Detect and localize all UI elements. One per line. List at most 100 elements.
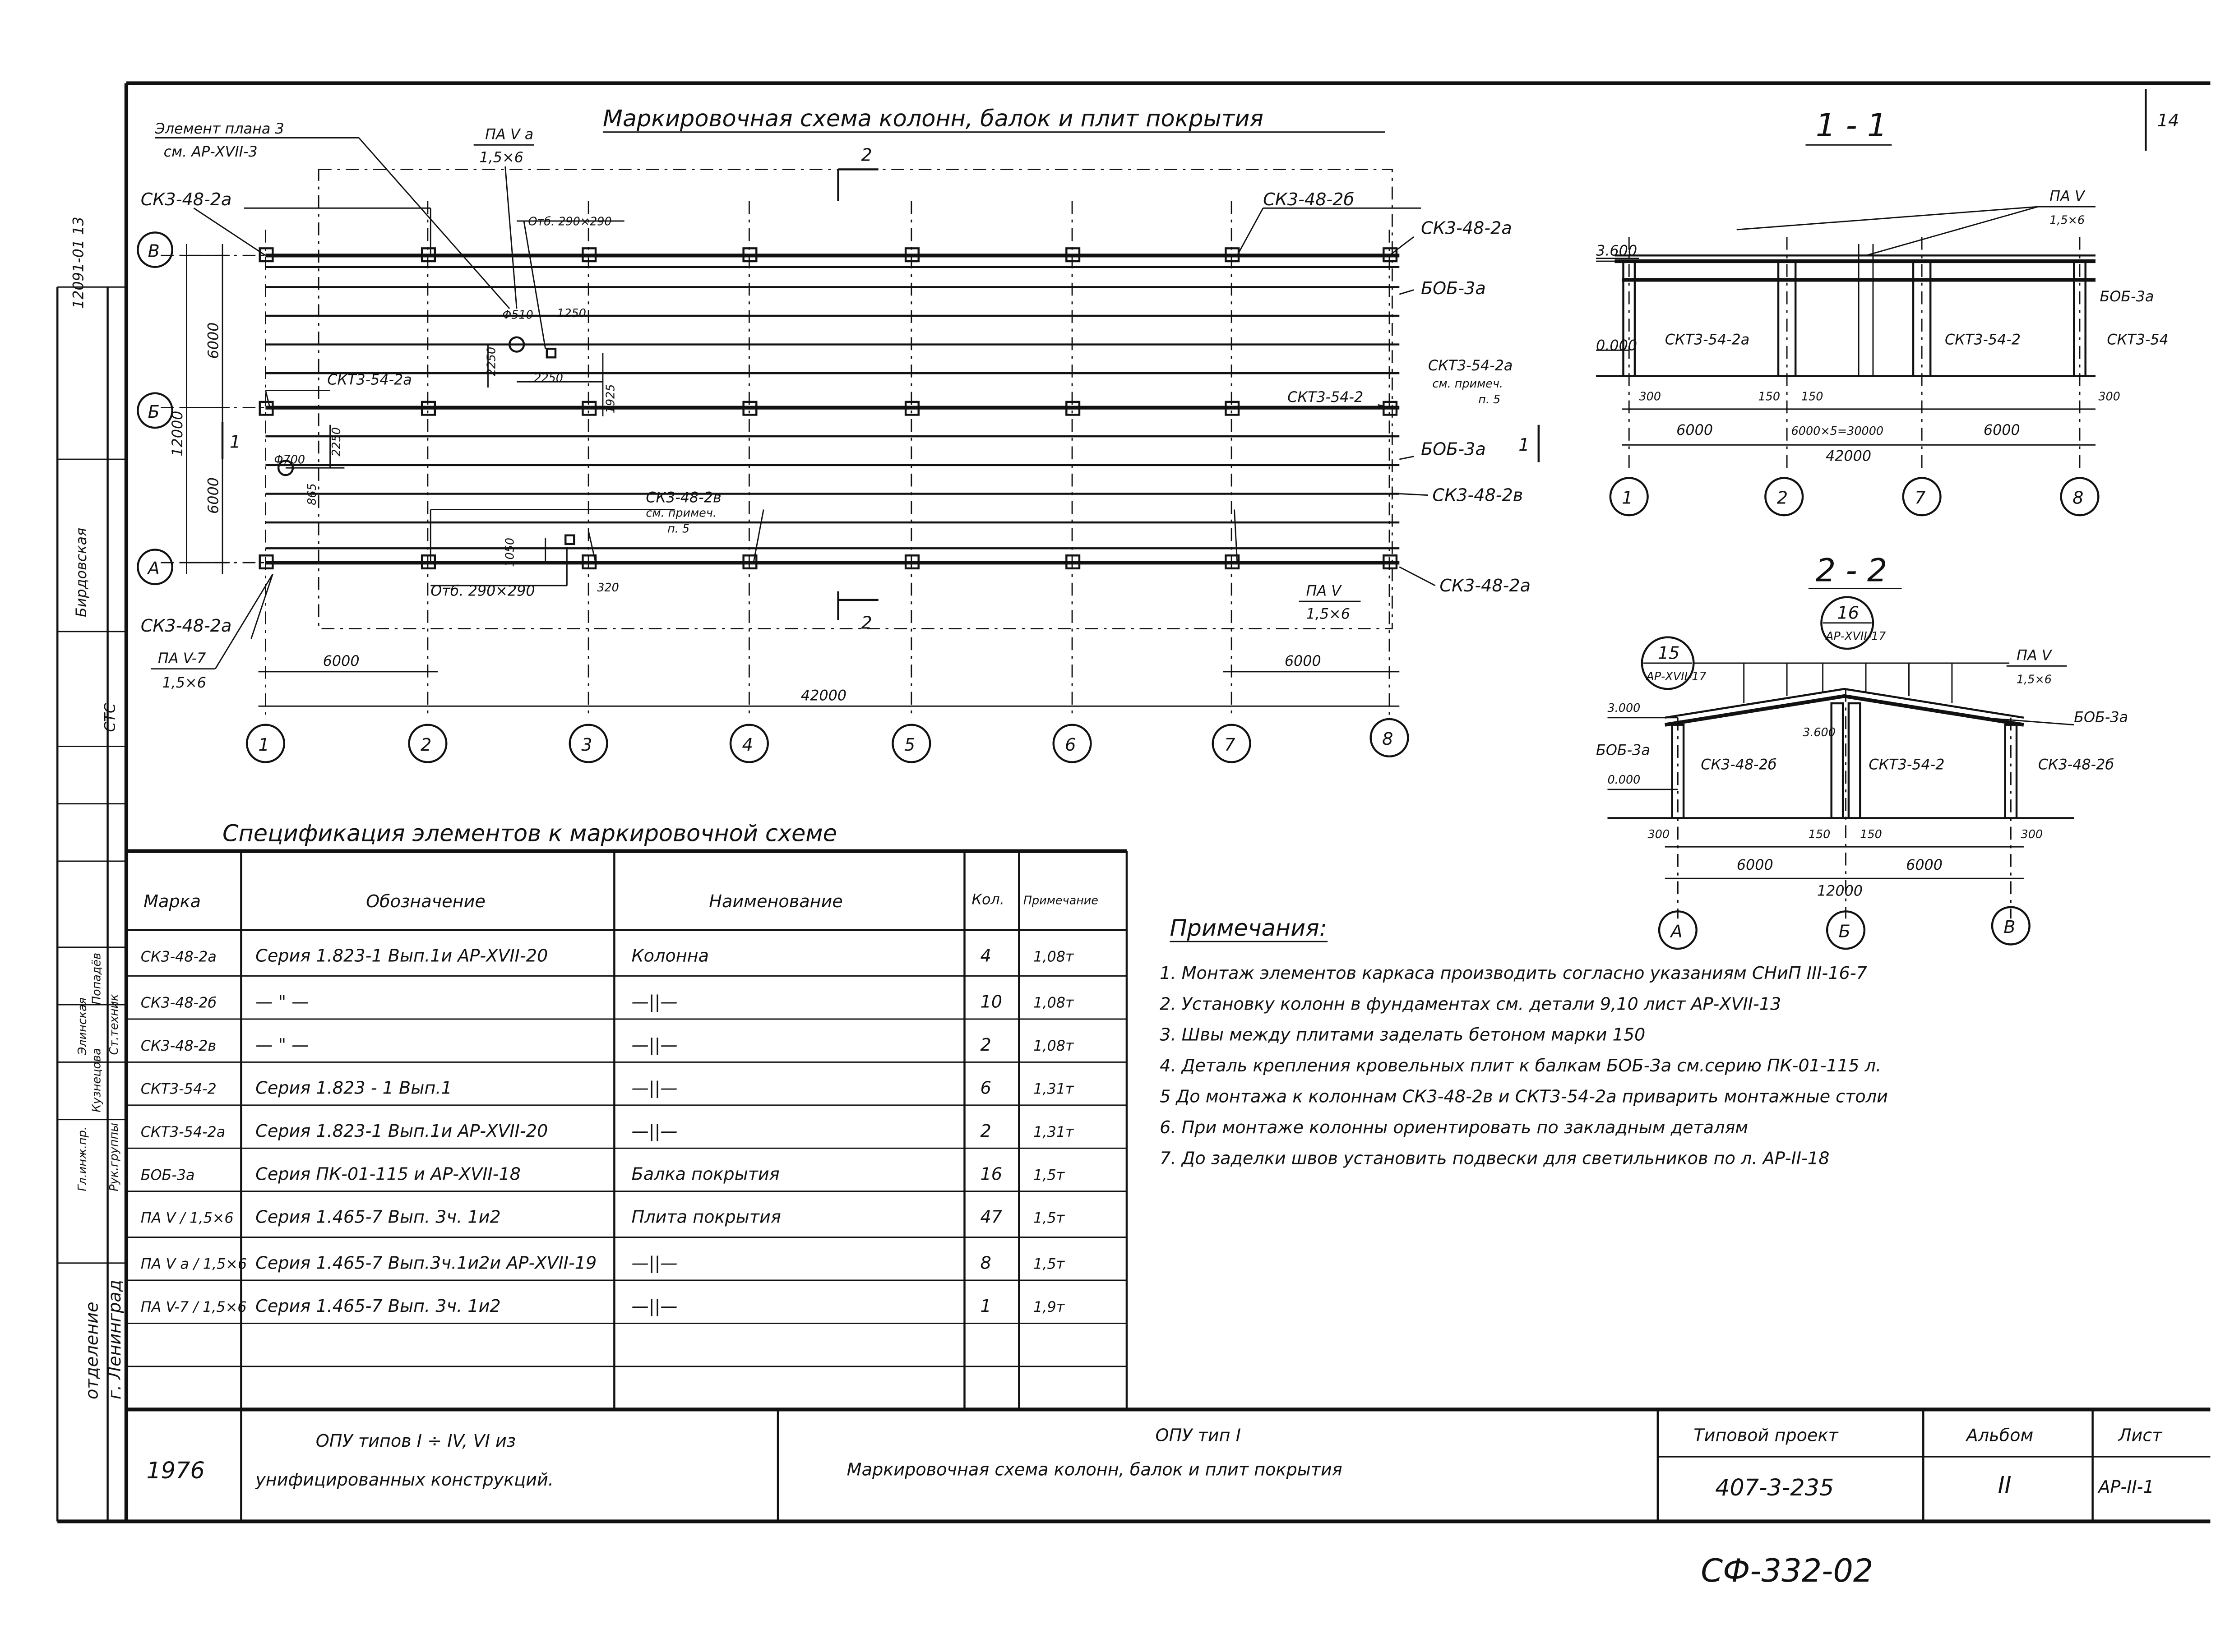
plan-axis-v: В [148, 242, 160, 262]
title-name-line2: Маркировочная схема колонн, балок и плит… [847, 1460, 1342, 1480]
plan-label-skt-2a-left: СКТ3-54-2а [327, 371, 412, 388]
column-mark [1383, 401, 1398, 416]
side-r2-name: Кузнецова [90, 1048, 103, 1112]
side-org-line2: г. Ленинград [105, 1280, 125, 1399]
title-year: 1976 [146, 1458, 204, 1484]
side-stamp: 12091-01 13 Бирдовская СТС Элинская Кузн… [56, 217, 126, 1522]
section-2-slab-dim: 1,5×6 [2017, 672, 2052, 686]
plan-label-col-2a-top: СК3-48-2а [141, 190, 232, 210]
spec-cell-mark: ПА V / 1,5×6 [141, 1209, 234, 1227]
spec-cell-mark: СКТ3-54-2 [141, 1080, 217, 1097]
spec-cell-name: —||— [632, 1297, 678, 1316]
plan-dim-2250-h: 2250 [534, 371, 563, 384]
column-mark [421, 554, 436, 570]
notes-block: Примечания: [1170, 915, 1328, 942]
section-1-d42000: 42000 [1826, 447, 1871, 464]
title-sheet-label: Лист [2118, 1426, 2163, 1445]
section-2-axis-a: А [1669, 922, 1682, 942]
spec-cell-mark: СКТ3-54-2а [141, 1123, 226, 1140]
title-desc-line1: ОПУ типов I ÷ IV, VI из [316, 1431, 516, 1451]
spec-cell-note: 1,31т [1033, 1123, 1074, 1140]
plan-label-p5-right: п. 5 [1478, 392, 1500, 406]
title-block: 1976 ОПУ типов I ÷ IV, VI из унифицирова… [146, 1409, 2211, 1522]
spec-cell-qty: 4 [980, 946, 991, 966]
sheet-number-box: 14 [2145, 89, 2179, 151]
section-1-d6000b: 6000 [1984, 421, 2020, 438]
section-2-col-left: СК3-48-2б [1701, 756, 1776, 773]
spec-cell-name: —||— [632, 1121, 678, 1141]
plan-beams [265, 254, 1400, 565]
plan-slab-left: ПА V-7 [158, 650, 206, 667]
spec-header-desig: Обозначение [366, 892, 486, 912]
section-2-d6000a: 6000 [1737, 856, 1773, 873]
plan-dim-6000-bottom: 6000 [204, 477, 222, 514]
column-mark [742, 401, 758, 416]
column-mark [421, 247, 436, 263]
title-project-label: Типовой проект [1693, 1426, 1839, 1445]
section-2-callout-15-ref: АР-XVII-17 [1645, 669, 1706, 683]
spec-row: ПА V / 1,5×6 Серия 1.465-7 Вып. 3ч. 1и2 Пл… [141, 1208, 1065, 1227]
spec-cell-qty: 8 [980, 1254, 991, 1274]
title-sheet-value: АР-II-1 [2097, 1477, 2154, 1497]
plan-label-see-note-inner: см. примеч. [646, 506, 717, 519]
plan-dim-320: 320 [597, 581, 619, 594]
spec-cell-name: —||— [632, 1035, 678, 1055]
plan-slab-top-dim: 1,5×6 [479, 149, 523, 166]
plan-axis-lines [161, 201, 1390, 718]
spec-header-name: Наименование [709, 892, 842, 912]
plan-dim-2250-left: 2250 [329, 427, 343, 457]
side-r2-role: Рук.группы [107, 1123, 120, 1191]
section-2-elev-top: 3.000 [1607, 701, 1640, 715]
spec-cell-name: Плита покрытия [632, 1208, 781, 1227]
notes-title: Примечания: [1170, 915, 1327, 941]
section-1-slab: ПА V [2049, 187, 2086, 204]
section-2-slab: ПА V [2017, 647, 2053, 664]
column-mark [1383, 554, 1398, 570]
spec-cell-note: 1,08т [1033, 1037, 1074, 1054]
plan-dim-12000: 12000 [169, 411, 186, 457]
plan-leaders [193, 207, 1436, 639]
section-2-col-right: СК3-48-2б [2038, 756, 2114, 773]
spec-cell-note: 1,08т [1033, 948, 1074, 965]
column-mark [904, 554, 920, 570]
column-mark [1383, 247, 1398, 263]
plan-axis-2: 2 [421, 735, 431, 755]
section-1-elev-zero: 0.000 [1596, 337, 1637, 354]
opening-square [564, 534, 575, 545]
section-1-d150b: 150 [1801, 390, 1823, 403]
spec-cell-mark: СК3-48-2а [141, 948, 217, 965]
section-2-axis-b: Б [1839, 922, 1850, 942]
spec-cell-qty: 2 [980, 1035, 991, 1055]
spec-cell-designation: Серия 1.465-7 Вып. 3ч. 1и2 [255, 1208, 500, 1227]
spec-cell-name: —||— [632, 992, 678, 1012]
plan-dim-1050: 1050 [503, 538, 517, 567]
section-1-elev-top: 3.600 [1596, 242, 1637, 259]
section-1-axis-2: 2 [1777, 489, 1788, 508]
title-album-label: Альбом [1965, 1426, 2034, 1445]
column-mark [582, 247, 597, 263]
title-album-value: II [1998, 1472, 2012, 1499]
section-1-col-b: СКТ3-54-2 [1945, 331, 2021, 348]
plan-axis-5: 5 [904, 735, 915, 755]
section-1-slab-dim: 1,5×6 [2049, 213, 2085, 226]
note-item: 2. Установку колонн в фундаментах см. де… [1160, 994, 1781, 1014]
plan-section-2-bottom: 2 [861, 614, 872, 633]
spec-cell-mark: СК3-48-2в [141, 1037, 216, 1054]
plan-label-p5-inner: п. 5 [667, 521, 689, 535]
spec-cell-name: —||— [632, 1078, 678, 1098]
plan-axis-4: 4 [742, 735, 753, 755]
spec-cell-name: Балка покрытия [632, 1164, 780, 1184]
plan-opening-top-label: Отб. 290×290 [528, 215, 612, 228]
footer-code: СФ-332-02 [1701, 1552, 1873, 1589]
spec-cell-designation: Серия 1.465-7 Вып.3ч.1и2и АР-XVII-19 [255, 1254, 597, 1274]
plan-axis-8: 8 [1382, 729, 1393, 749]
plan-axis-a: А [147, 559, 160, 579]
spec-cell-designation: Серия 1.465-7 Вып. 3ч. 1и2 [255, 1297, 500, 1316]
column-mark [1065, 554, 1081, 570]
section-2-title: 2 - 2 [1816, 552, 1887, 589]
plan-title: Маркировочная схема колонн, балок и плит… [603, 106, 1263, 132]
section-1-axis-7: 7 [1915, 489, 1925, 508]
side-r4-role: СТС [101, 703, 118, 732]
